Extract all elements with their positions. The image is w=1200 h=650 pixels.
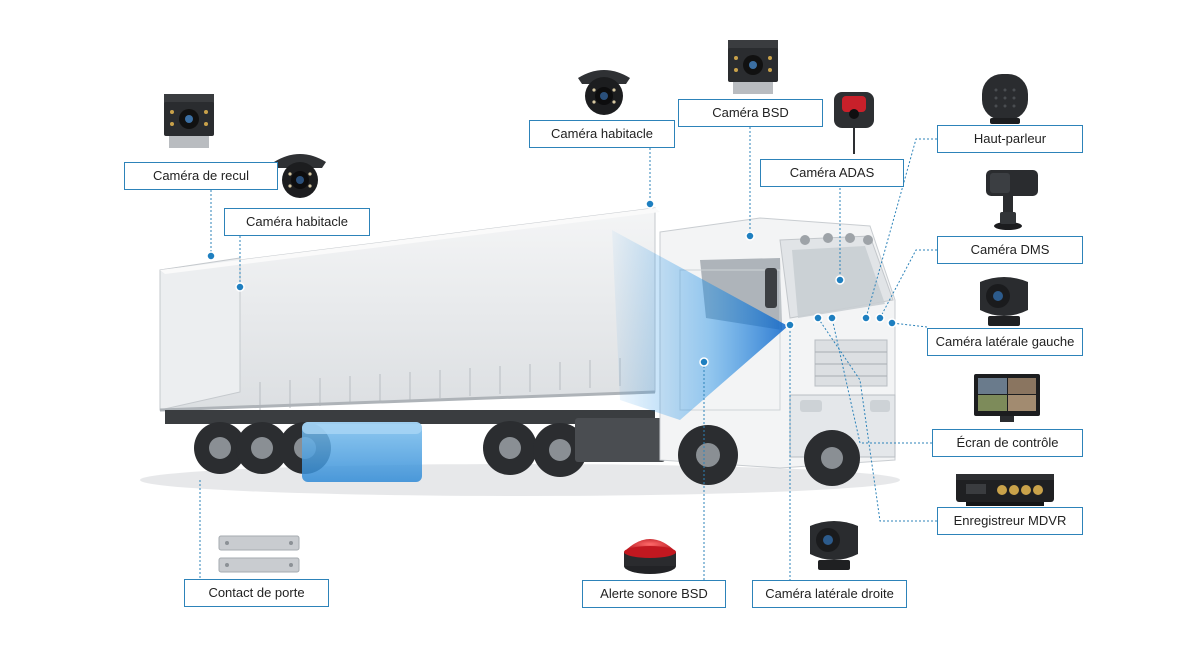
connector-lines (199, 127, 937, 581)
camera-field-of-view (612, 230, 788, 420)
label-cabin-camera-left: Caméra habitacle (224, 208, 370, 236)
adas-camera-icon (834, 92, 874, 154)
label-door-contact: Contact de porte (184, 579, 329, 607)
reversing-camera-icon (164, 94, 214, 148)
dome-camera-icon (578, 70, 630, 115)
speaker-icon (982, 74, 1028, 124)
mdvr-box-render (302, 422, 422, 482)
label-dms-camera: Caméra DMS (937, 236, 1083, 264)
monitor-icon (974, 374, 1040, 422)
trailer (159, 207, 660, 424)
label-bsd-camera: Caméra BSD (678, 99, 823, 127)
side-camera-icon (980, 277, 1028, 326)
mdvr-recorder-icon (956, 474, 1054, 506)
dms-camera-icon (986, 170, 1038, 230)
door-sensor-icon (218, 535, 300, 573)
label-rear-camera: Caméra de recul (124, 162, 278, 190)
reversing-camera-icon (728, 40, 778, 94)
label-cabin-camera-top: Caméra habitacle (529, 120, 675, 148)
side-camera-icon (810, 521, 858, 570)
label-bsd-buzzer: Alerte sonore BSD (582, 580, 726, 608)
callout-dots (206, 199, 897, 367)
label-monitor: Écran de contrôle (932, 429, 1083, 457)
label-left-side-camera: Caméra latérale gauche (927, 328, 1083, 356)
label-speaker: Haut-parleur (937, 125, 1083, 153)
label-right-side-camera: Caméra latérale droite (752, 580, 907, 608)
label-adas-camera: Caméra ADAS (760, 159, 904, 187)
dome-camera-icon (274, 154, 326, 198)
buzzer-icon (624, 539, 676, 574)
label-mdvr: Enregistreur MDVR (937, 507, 1083, 535)
trailer-wheels (194, 421, 587, 477)
truck (140, 207, 900, 496)
